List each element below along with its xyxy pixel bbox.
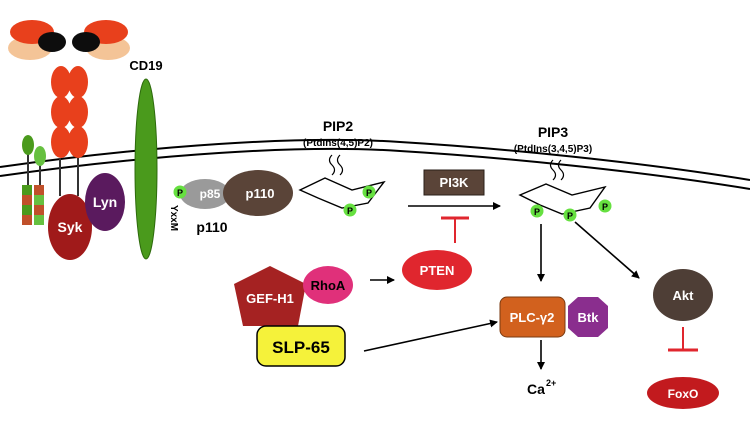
slp65-to-plcg2-arrow [363,319,498,352]
rhoa-node: RhoA [303,266,353,304]
phospho-p85-label: P [177,188,183,198]
foxo-label: FoxO [668,387,699,401]
akt-node: Akt [653,269,713,321]
antibody-hinge-left [38,32,66,52]
pip3-phospho-1: P [534,207,540,217]
plcg2-label: PLC-γ2 [510,310,555,325]
pip3-subtitle: (PtdIns(3,4,5)P3) [514,144,592,155]
pip2-molecule: PIP2 (PtdIns(4,5)P2) P P [298,118,386,217]
plcg2-node: PLC-γ2 [499,296,566,338]
pip2-label: PIP2 [323,118,354,134]
slp65-label: SLP-65 [272,338,330,357]
cd19-receptor: CD19 YxxM [129,58,179,260]
rhoa-label: RhoA [311,278,346,293]
btk-label: Btk [578,310,600,325]
gef-h1-node: GEF-H1 [234,266,306,326]
lyn-node: Lyn [85,173,125,231]
gef-h1-label: GEF-H1 [246,291,294,306]
calcium-label: Ca [527,381,545,397]
btk-node: Btk [568,297,608,337]
foxo-node: FoxO [647,377,719,409]
syk-node: Syk [48,194,92,260]
pip2-subtitle: (PtdIns(4,5)P2) [303,138,373,149]
p110-node-label: p110 [246,186,275,201]
calcium-label-group: Ca 2+ [527,378,556,397]
pi3k-label: PI3K [440,175,470,190]
akt-label: Akt [673,288,695,303]
pip3-molecule: PIP3 (PtdIns(3,4,5)P3) P P P [514,124,612,222]
pip3-to-akt-arrow [574,221,640,279]
pip2-phospho-1: P [347,206,353,216]
pip3-label: PIP3 [538,124,569,140]
syk-label: Syk [58,219,83,235]
pten-node: PTEN [402,250,472,290]
p110-node [223,170,293,216]
slp65-node: SLP-65 [256,325,346,367]
antibody-hinge-right [72,32,100,52]
bcr-antibody [8,20,130,196]
p85-label: p85 [200,187,221,201]
cd19-label: CD19 [129,58,162,73]
phospho-p85 [173,185,187,199]
pip3-phospho-2: P [567,211,573,221]
pip3-phospho-3: P [602,202,608,212]
pip2-phospho-2: P [366,188,372,198]
pi3k-conversion: PI3K [408,169,501,243]
calcium-superscript: 2+ [546,378,556,388]
yxxm-label: YxxM [168,205,179,231]
ig-alpha-beta [22,135,46,225]
pi3k-complex: P p85 p110 p110 [173,170,293,235]
pten-label: PTEN [420,263,455,278]
plasma-membrane [0,138,750,190]
lyn-label: Lyn [93,194,117,210]
p110-under-label: p110 [196,219,227,235]
p85-node [180,179,230,209]
